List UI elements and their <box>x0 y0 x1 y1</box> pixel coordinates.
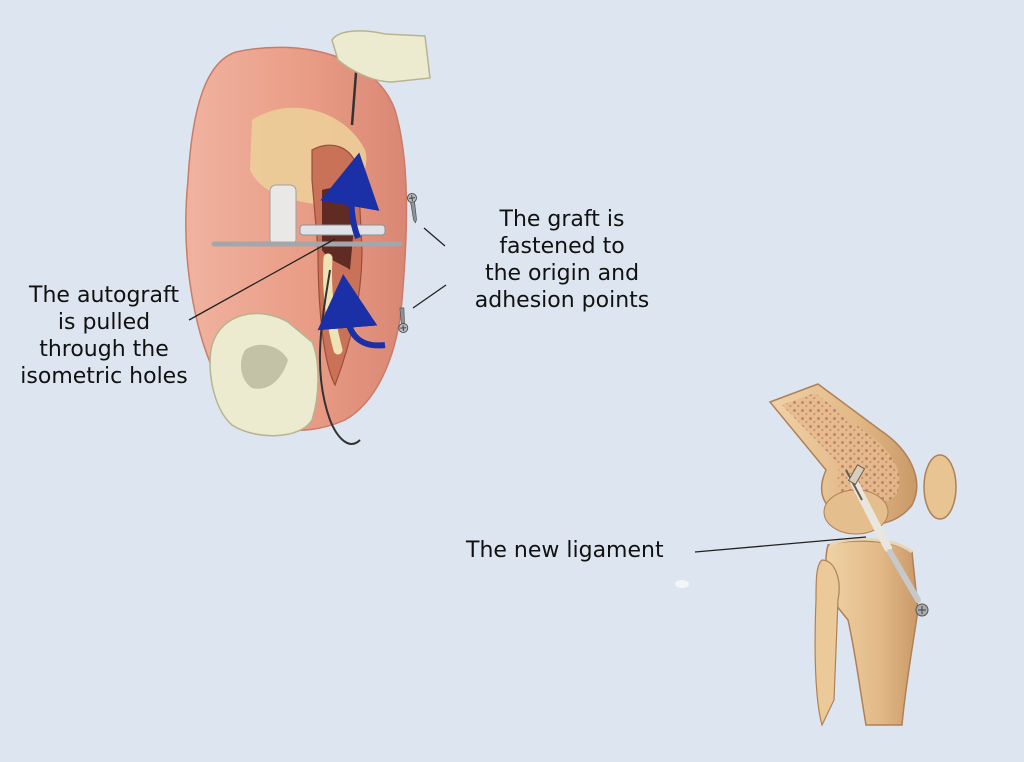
graft-fastened-label: The graft is fastened to the origin and … <box>474 207 650 313</box>
patella-bone <box>923 454 957 520</box>
tibial-tunnel <box>887 549 921 603</box>
lower-screw-icon <box>398 307 409 333</box>
autograft-label: The autograft is pulled through the isom… <box>20 283 188 389</box>
tibia-bone <box>825 540 919 726</box>
top-glove-hand <box>331 30 431 83</box>
new-ligament-graft <box>848 474 892 552</box>
lower-pull-arrow-icon <box>317 274 386 349</box>
fibula-bone <box>814 559 840 727</box>
new-ligament-label: The new ligament <box>466 538 664 563</box>
upper-pull-arrow-icon <box>320 152 380 240</box>
fastened-leader-line-top <box>423 227 446 247</box>
lower-retractor <box>299 224 386 236</box>
tibial-screw-icon <box>915 603 929 617</box>
femoral-screw-icon <box>847 464 866 486</box>
upper-screw-icon <box>407 193 417 224</box>
femoral-tunnel <box>845 469 863 501</box>
upper-retractor <box>269 184 297 246</box>
knee-bone-illustration <box>675 383 957 727</box>
small-speck <box>675 580 689 588</box>
leader-lines <box>188 227 867 553</box>
knee-surgery-illustration <box>185 30 431 445</box>
glove-shadow <box>240 344 288 389</box>
femur-spongy-bone <box>782 393 900 507</box>
ligament-leader-line <box>694 536 867 553</box>
tibial-plateau-gap <box>829 537 913 554</box>
autograft-leader-line <box>188 238 336 321</box>
fastened-leader-line-bottom <box>412 284 447 309</box>
